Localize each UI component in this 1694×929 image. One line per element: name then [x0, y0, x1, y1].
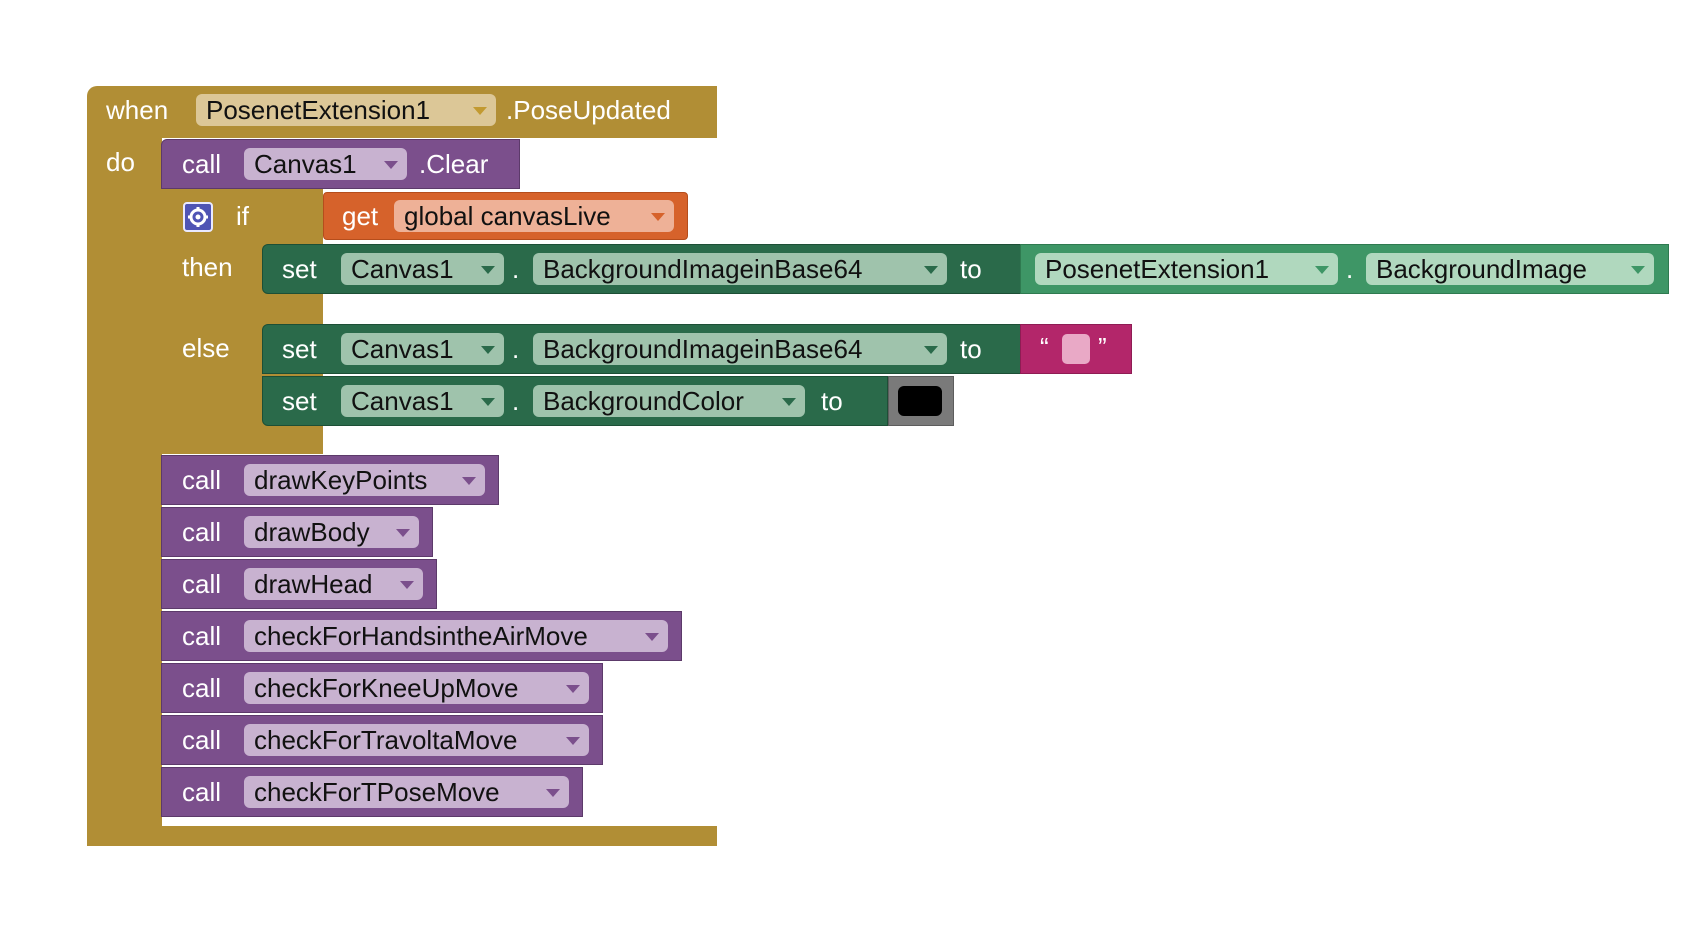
getter-component-dropdown[interactable]: PosenetExtension1 — [1035, 253, 1338, 285]
chevron-down-icon — [651, 213, 665, 221]
text-input-field[interactable] — [1062, 334, 1090, 364]
procedure-name-dropdown[interactable]: checkForHandsintheAirMove — [244, 620, 668, 652]
call-label: call — [182, 149, 222, 179]
getter-dot: . — [1346, 254, 1354, 284]
getter-property-dropdown[interactable]: BackgroundImage — [1366, 253, 1654, 285]
call-label: call — [182, 621, 222, 651]
else1-to-label: to — [960, 334, 982, 364]
gear-icon[interactable] — [183, 202, 213, 232]
event-component-dropdown[interactable]: PosenetExtension1 — [196, 94, 496, 126]
canvas-component-name: Canvas1 — [254, 149, 357, 179]
call-label: call — [182, 517, 222, 547]
if-label: if — [236, 201, 249, 231]
else2-component-dropdown[interactable]: Canvas1 — [341, 385, 504, 417]
else1-component-name: Canvas1 — [351, 334, 454, 364]
then-set-property-name: BackgroundImageinBase64 — [543, 254, 863, 284]
event-name-label: .PoseUpdated — [506, 95, 671, 125]
else2-to-label: to — [821, 386, 843, 416]
chevron-down-icon — [924, 266, 938, 274]
procedure-name-dropdown[interactable]: checkForTravoltaMove — [244, 724, 589, 756]
procedure-name: checkForKneeUpMove — [254, 673, 519, 703]
variable-dropdown[interactable]: global canvasLive — [394, 200, 674, 232]
procedure-name: drawBody — [254, 517, 370, 547]
chevron-down-icon — [645, 633, 659, 641]
clear-method-label: .Clear — [419, 149, 489, 179]
procedure-name: drawKeyPoints — [254, 465, 428, 495]
chevron-down-icon — [546, 789, 560, 797]
else2-property-dropdown[interactable]: BackgroundColor — [533, 385, 805, 417]
chevron-down-icon — [481, 266, 495, 274]
then-label: then — [182, 252, 233, 282]
call-label: call — [182, 465, 222, 495]
chevron-down-icon — [481, 398, 495, 406]
procedure-name-dropdown[interactable]: drawHead — [244, 568, 423, 600]
set-label: set — [282, 254, 317, 284]
set-label: set — [282, 334, 317, 364]
chevron-down-icon — [566, 737, 580, 745]
then-to-label: to — [960, 254, 982, 284]
chevron-down-icon — [566, 685, 580, 693]
chevron-down-icon — [462, 477, 476, 485]
then-set-component-name: Canvas1 — [351, 254, 454, 284]
event-component-name: PosenetExtension1 — [206, 95, 431, 125]
procedure-name-dropdown[interactable]: drawKeyPoints — [244, 464, 485, 496]
chevron-down-icon — [384, 161, 398, 169]
chevron-down-icon — [1631, 266, 1645, 274]
when-label: when — [106, 95, 169, 125]
chevron-down-icon — [1315, 266, 1329, 274]
get-label: get — [342, 201, 379, 231]
procedure-name-dropdown[interactable]: checkForTPoseMove — [244, 776, 569, 808]
canvas-component-dropdown[interactable]: Canvas1 — [244, 148, 407, 180]
else1-property-name: BackgroundImageinBase64 — [543, 334, 863, 364]
else2-component-name: Canvas1 — [351, 386, 454, 416]
open-quote: “ — [1040, 332, 1049, 362]
then-set-component-dropdown[interactable]: Canvas1 — [341, 253, 504, 285]
getter-property-name: BackgroundImage — [1376, 254, 1588, 284]
chevron-down-icon — [396, 529, 410, 537]
getter-component-name: PosenetExtension1 — [1045, 254, 1270, 284]
event-spine — [87, 136, 162, 846]
procedure-name: checkForTPoseMove — [254, 777, 500, 807]
call-label: call — [182, 725, 222, 755]
then-set-property-dropdown[interactable]: BackgroundImageinBase64 — [533, 253, 947, 285]
do-label: do — [106, 147, 135, 177]
else1-dot: . — [512, 334, 520, 364]
procedure-name-dropdown[interactable]: drawBody — [244, 516, 419, 548]
else-label: else — [182, 333, 230, 363]
then-set-dot: . — [512, 254, 520, 284]
else1-component-dropdown[interactable]: Canvas1 — [341, 333, 504, 365]
chevron-down-icon — [924, 346, 938, 354]
chevron-down-icon — [473, 107, 487, 115]
else2-property-name: BackgroundColor — [543, 386, 744, 416]
else2-dot: . — [512, 386, 520, 416]
call-label: call — [182, 777, 222, 807]
event-footer — [87, 826, 717, 846]
else1-property-dropdown[interactable]: BackgroundImageinBase64 — [533, 333, 947, 365]
set-label: set — [282, 386, 317, 416]
call-label: call — [182, 569, 222, 599]
chevron-down-icon — [782, 398, 796, 406]
procedure-name: drawHead — [254, 569, 373, 599]
procedure-name-dropdown[interactable]: checkForKneeUpMove — [244, 672, 589, 704]
call-label: call — [182, 673, 222, 703]
procedure-name: checkForHandsintheAirMove — [254, 621, 588, 651]
chevron-down-icon — [400, 581, 414, 589]
variable-name: global canvasLive — [404, 201, 611, 231]
chevron-down-icon — [481, 346, 495, 354]
procedure-name: checkForTravoltaMove — [254, 725, 518, 755]
close-quote: ” — [1098, 332, 1107, 362]
color-swatch[interactable] — [898, 386, 942, 416]
